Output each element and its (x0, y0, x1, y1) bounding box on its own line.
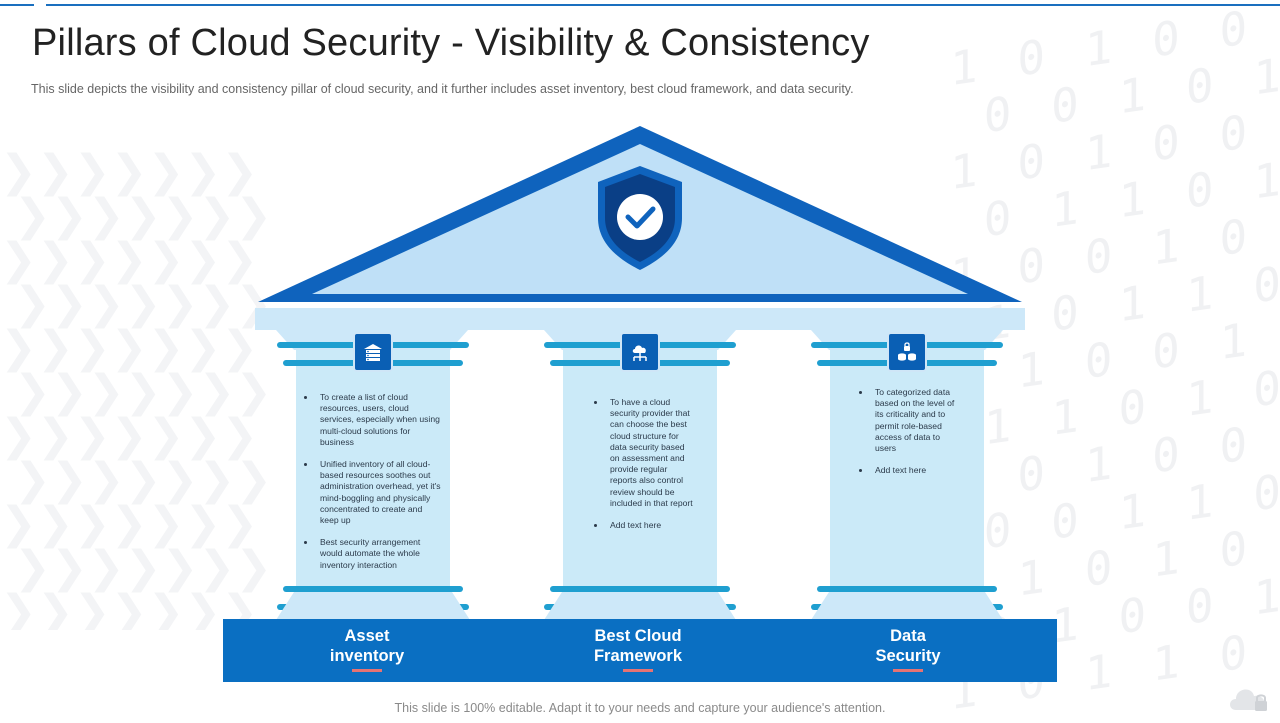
label-underline (352, 669, 382, 672)
list-item: To create a list of cloud resources, use… (316, 392, 441, 448)
temple-beam (255, 308, 1025, 330)
pillar-text-best-cloud-framework: To have a cloud security provider that c… (586, 397, 696, 542)
list-item: To have a cloud security provider that c… (606, 397, 696, 509)
column-shaft-1 (296, 350, 450, 588)
pillar-label-data-security: Data Security (875, 627, 941, 665)
page-subtitle: This slide depicts the visibility and co… (31, 82, 854, 96)
column-ring-1c (283, 586, 463, 592)
page-title: Pillars of Cloud Security - Visibility &… (32, 22, 870, 64)
top-rule-right (46, 4, 1280, 6)
pillar-text-asset-inventory: To create a list of cloud resources, use… (296, 392, 441, 582)
label-underline (893, 669, 923, 672)
list-item: Unified inventory of all cloud-based res… (316, 459, 441, 526)
shield-check-icon (598, 166, 682, 270)
label-underline (623, 669, 653, 672)
list-item: Best security arrangement would automate… (316, 537, 441, 571)
column-shaft-3 (830, 350, 984, 588)
column-shaft-2 (563, 350, 717, 588)
list-item: Add text here (871, 465, 963, 476)
list-item: Add text here (606, 520, 696, 531)
column-ring-3c (817, 586, 997, 592)
pillar-label-asset-inventory: Asset inventory (329, 627, 405, 665)
data-lock-icon (887, 332, 927, 372)
server-building-icon (353, 332, 393, 372)
list-item: To categorized data based on the level o… (871, 387, 963, 454)
column-plinth-3 (811, 592, 1003, 620)
top-rule-left (0, 4, 34, 6)
pillar-text-data-security: To categorized data based on the level o… (851, 387, 963, 487)
cloud-lock-icon (1230, 689, 1267, 711)
pillar-label-best-cloud-framework: Best Cloud Framework (593, 627, 683, 665)
cloud-network-icon (620, 332, 660, 372)
column-plinth-2 (544, 592, 736, 620)
footer-note: This slide is 100% editable. Adapt it to… (394, 701, 886, 715)
column-ring-2c (550, 586, 730, 592)
column-plinth-1 (276, 592, 470, 620)
